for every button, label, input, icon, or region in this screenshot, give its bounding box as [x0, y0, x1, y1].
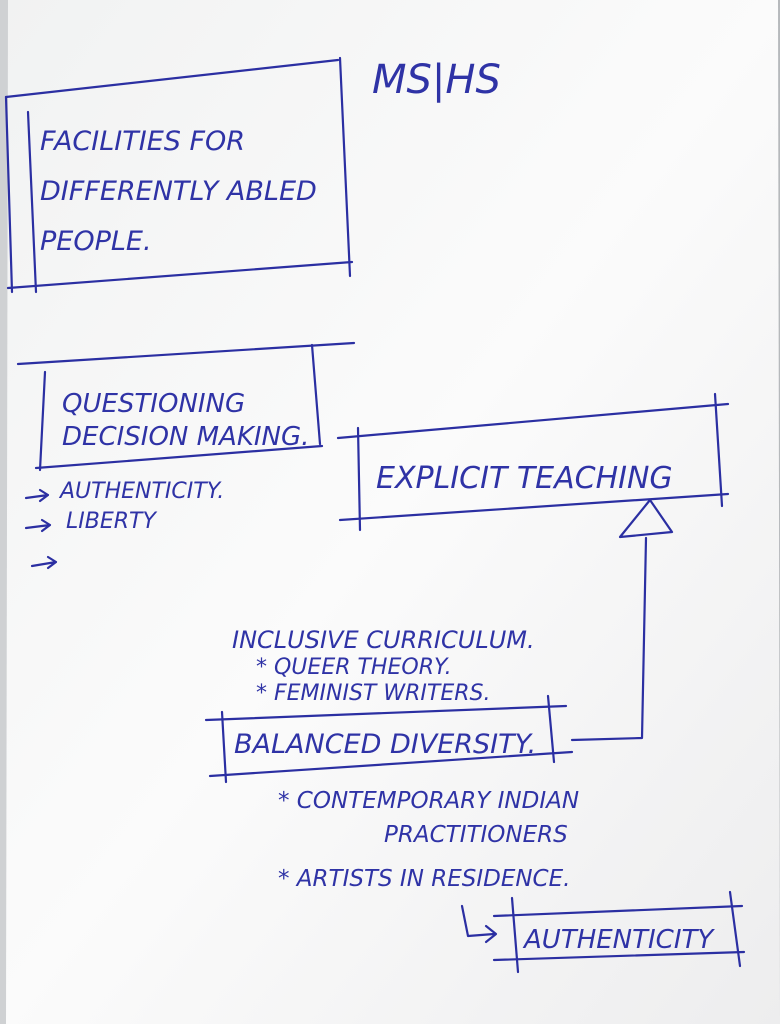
- arrow-list-label: AUTHENTICITY.: [58, 479, 224, 504]
- box-questioning: QUESTIONING DECISION MAKING.: [16, 341, 356, 472]
- balanced-diversity-label: BALANCED DIVERSITY.: [234, 729, 536, 760]
- arrow-list-item: [30, 555, 58, 570]
- inclusive-heading: INCLUSIVE CURRICULUM.: [232, 626, 535, 654]
- box-authenticity: AUTHENTICITY: [460, 890, 746, 974]
- arrow-list-item: AUTHENTICITY.: [24, 479, 224, 504]
- right-arrow-icon: [30, 555, 58, 570]
- balanced-items: * CONTEMPORARY INDIAN PRACTITIONERS * AR…: [278, 788, 579, 892]
- explicit-teaching-label: EXPLICIT TEACHING: [376, 461, 673, 496]
- authenticity-label: AUTHENTICITY: [522, 925, 715, 955]
- inclusive-item: * QUEER THEORY.: [256, 655, 452, 680]
- right-arrow-icon: [24, 488, 50, 503]
- paper-fold-shadow: [0, 0, 8, 1024]
- corner-label: MS|HS: [372, 57, 501, 103]
- balanced-item: * CONTEMPORARY INDIAN: [278, 788, 579, 814]
- up-arrow-icon: [618, 498, 674, 539]
- facilities-line-1: FACILITIES FOR: [40, 126, 245, 157]
- questioning-line-1: QUESTIONING: [62, 389, 245, 419]
- arrow-list-item: LIBERTY: [24, 509, 157, 534]
- inclusive-item: * FEMINIST WRITERS.: [256, 681, 490, 706]
- box-explicit-teaching: EXPLICIT TEACHING: [336, 392, 730, 532]
- facilities-line-3: PEOPLE.: [40, 226, 152, 257]
- arrow-list: AUTHENTICITY. LIBERTY: [24, 479, 224, 570]
- box-facilities: FACILITIES FOR DIFFERENTLY ABLED PEOPLE.: [4, 56, 354, 294]
- balanced-item: PRACTITIONERS: [384, 822, 568, 848]
- elbow-arrow-icon: [460, 904, 498, 944]
- balanced-item: * ARTISTS IN RESIDENCE.: [278, 866, 570, 892]
- questioning-line-2: DECISION MAKING.: [62, 422, 309, 452]
- arrow-list-label: LIBERTY: [66, 509, 157, 534]
- connector-arrow: [570, 498, 674, 742]
- box-balanced-diversity: BALANCED DIVERSITY.: [204, 694, 574, 784]
- facilities-line-2: DIFFERENTLY ABLED: [40, 176, 317, 207]
- inclusive-curriculum: INCLUSIVE CURRICULUM. * QUEER THEORY. * …: [232, 626, 535, 706]
- right-arrow-icon: [24, 518, 52, 533]
